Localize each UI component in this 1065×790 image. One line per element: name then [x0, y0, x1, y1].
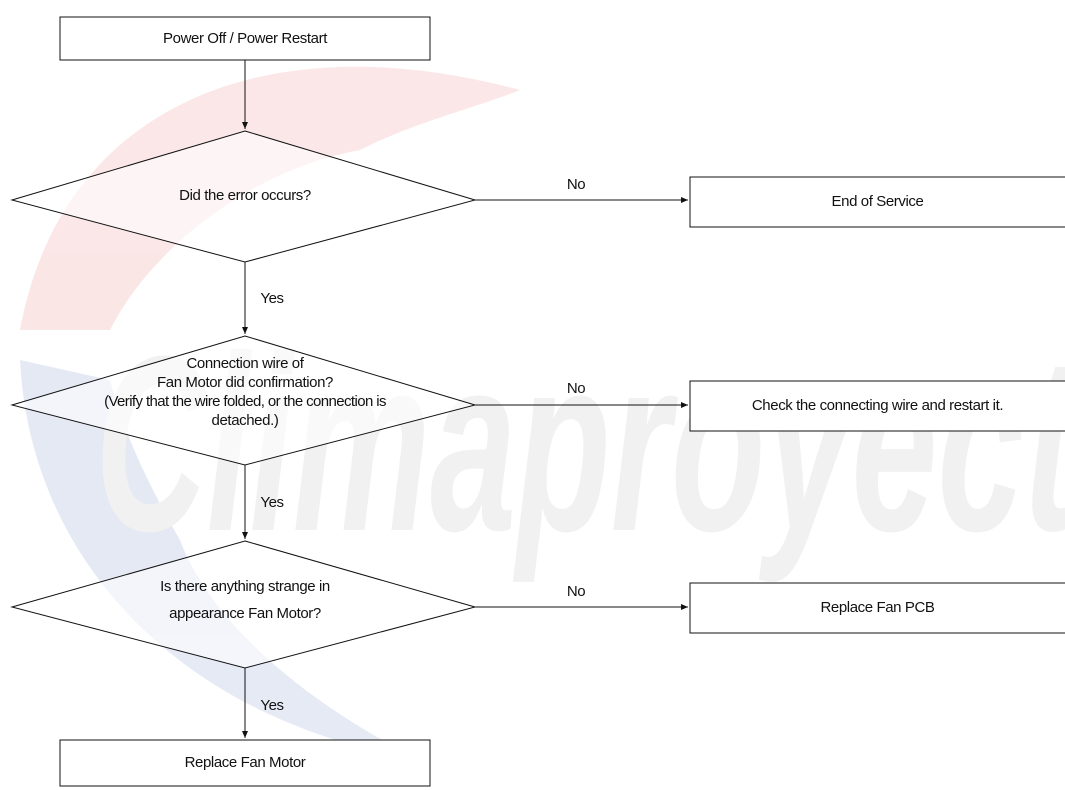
q2-label-line3: (Verify that the wire folded, or the con…	[104, 393, 386, 410]
replace-motor-box	[59, 739, 431, 787]
check-wire-label: Check the connecting wire and restart it…	[751, 397, 1004, 414]
q2-label-line2: Fan Motor did confirmation?	[157, 374, 333, 391]
end-of-service-box	[689, 176, 1065, 228]
replace-pcb-label: Replace Fan PCB	[820, 599, 935, 616]
start-box	[59, 16, 431, 61]
edge-label-no-3: No	[566, 583, 586, 600]
q2-label-line1: Connection wire of	[186, 355, 304, 372]
q2-label-line4: detached.)	[211, 412, 279, 429]
replace-pcb-box	[689, 582, 1065, 634]
q3-label-line1: Is there anything strange in	[160, 578, 330, 595]
edge-label-yes-1: Yes	[260, 290, 284, 307]
watermark-swoosh-red	[20, 66, 520, 330]
edge-label-no-1: No	[566, 176, 586, 193]
replace-motor-label: Replace Fan Motor	[184, 754, 306, 771]
end-of-service-label: End of Service	[831, 193, 924, 210]
edge-label-yes-3: Yes	[260, 697, 284, 714]
watermark-swoosh-blue	[20, 360, 420, 760]
edge-label-no-2: No	[566, 380, 586, 397]
edge-label-yes-2: Yes	[260, 494, 284, 511]
q1-label: Did the error occurs?	[179, 187, 311, 204]
check-wire-box	[689, 380, 1065, 432]
start-label: Power Off / Power Restart	[163, 29, 327, 47]
q3-label-line2: appearance Fan Motor?	[169, 605, 321, 622]
